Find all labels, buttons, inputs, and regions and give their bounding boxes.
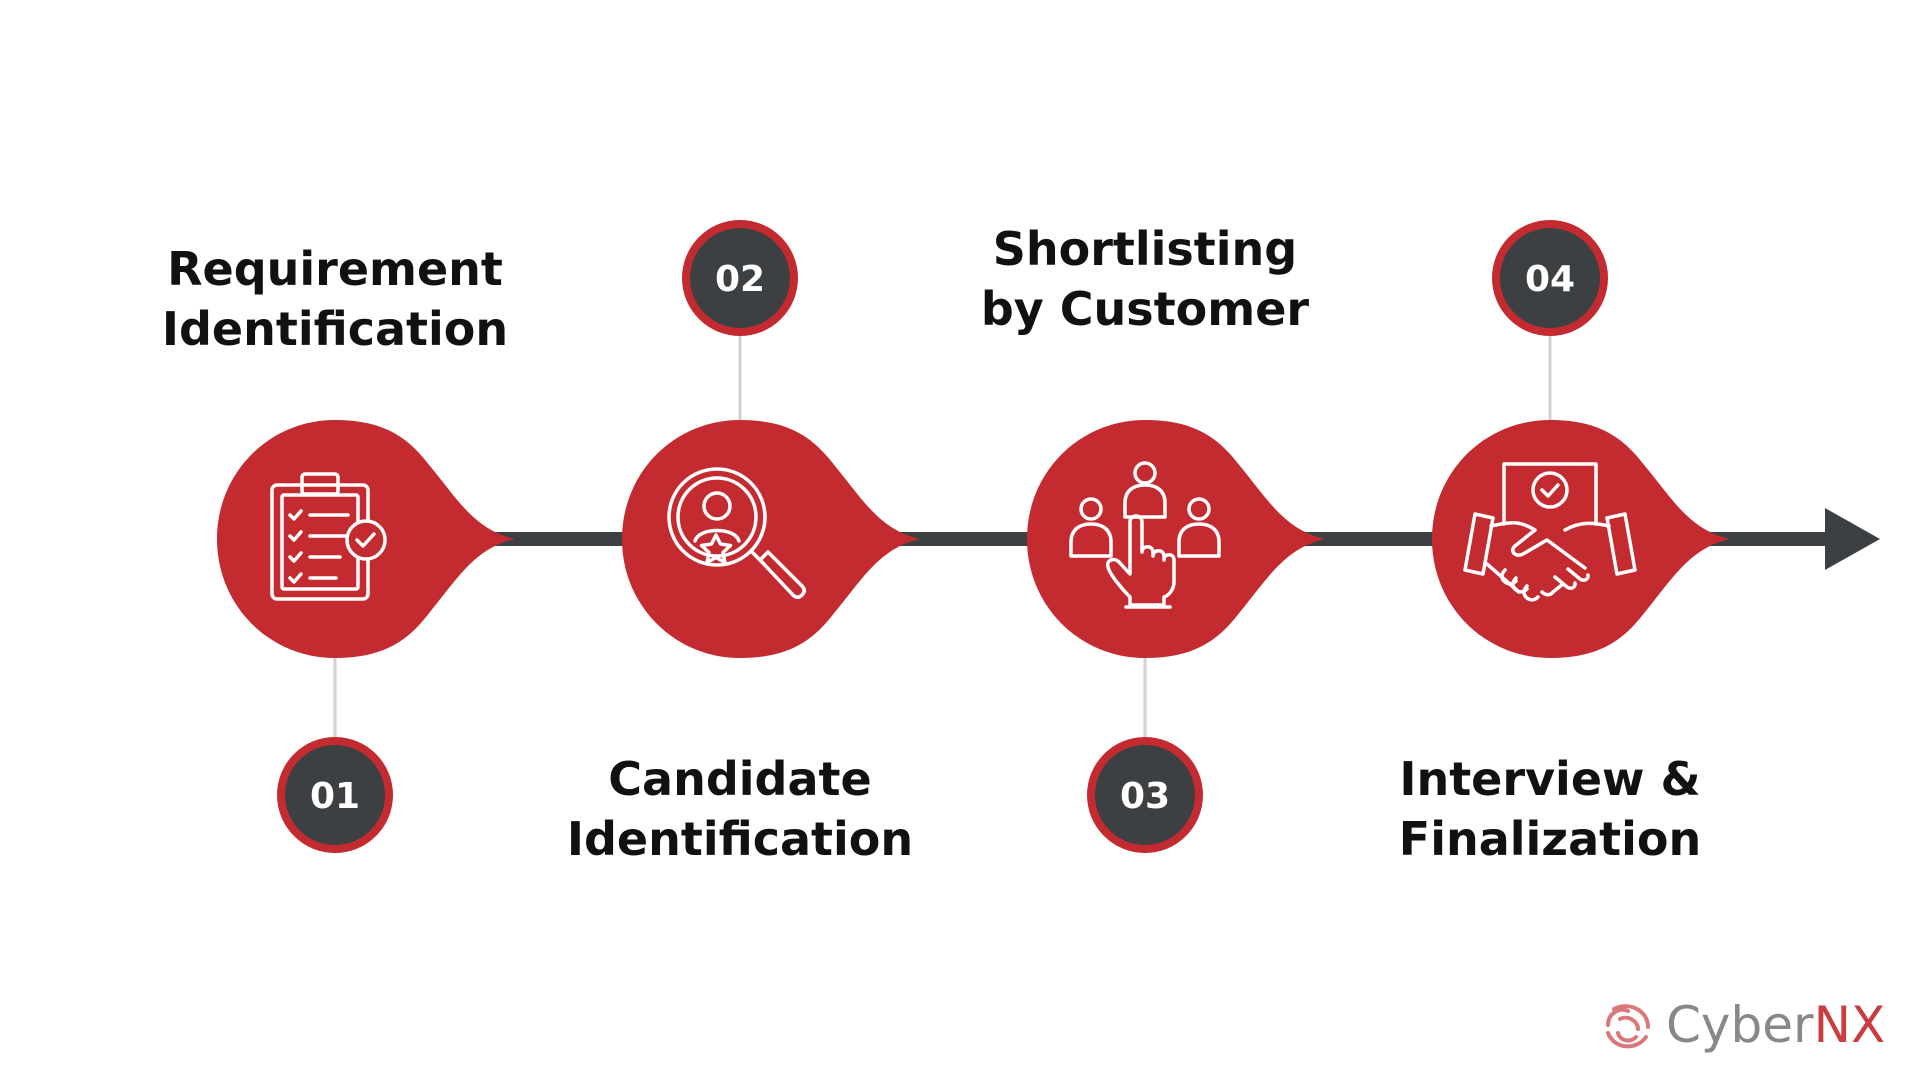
clipboard-checklist-icon	[270, 472, 387, 601]
step-01-number: 01	[310, 776, 360, 817]
step-03-badge: 03	[1087, 737, 1203, 853]
candidate-search-icon	[667, 467, 806, 599]
step-01-title: Requirement Identification	[125, 239, 545, 359]
brand-logo: CyberNX	[1600, 995, 1885, 1055]
step-02-title-line-2: Identification	[566, 812, 914, 866]
step-02-title-line-1: Candidate	[608, 752, 872, 806]
step-04-title: Interview & Finalization	[1340, 749, 1760, 869]
step-02-number: 02	[715, 259, 765, 300]
brand-name: CyberNX	[1666, 995, 1885, 1055]
brand-name-prefix: Cyber	[1666, 996, 1814, 1054]
step-04-title-line-1: Interview &	[1399, 752, 1701, 806]
step-03-node	[1027, 420, 1325, 658]
handshake-approval-icon	[1463, 462, 1637, 602]
step-02-title: Candidate Identification	[530, 749, 950, 869]
timeline-arrowhead	[1825, 508, 1880, 570]
brand-name-suffix: NX	[1813, 996, 1886, 1054]
step-01-title-line-2: Identification	[161, 302, 509, 356]
select-person-icon	[1069, 461, 1221, 609]
step-01-badge: 01	[277, 737, 393, 853]
step-03-title-line-1: Shortlisting	[992, 222, 1298, 276]
step-04-number: 04	[1525, 259, 1575, 300]
step-02-badge: 02	[682, 220, 798, 336]
step-04-node	[1432, 420, 1730, 658]
brand-mark-icon	[1606, 1004, 1650, 1049]
step-01-title-line-1: Requirement	[167, 242, 503, 296]
step-03-number: 03	[1120, 776, 1170, 817]
step-02-node	[622, 420, 920, 658]
step-04-badge: 04	[1492, 220, 1608, 336]
step-04-title-line-2: Finalization	[1398, 812, 1702, 866]
step-03-title-line-2: by Customer	[980, 282, 1310, 336]
step-03-title: Shortlisting by Customer	[935, 219, 1355, 339]
